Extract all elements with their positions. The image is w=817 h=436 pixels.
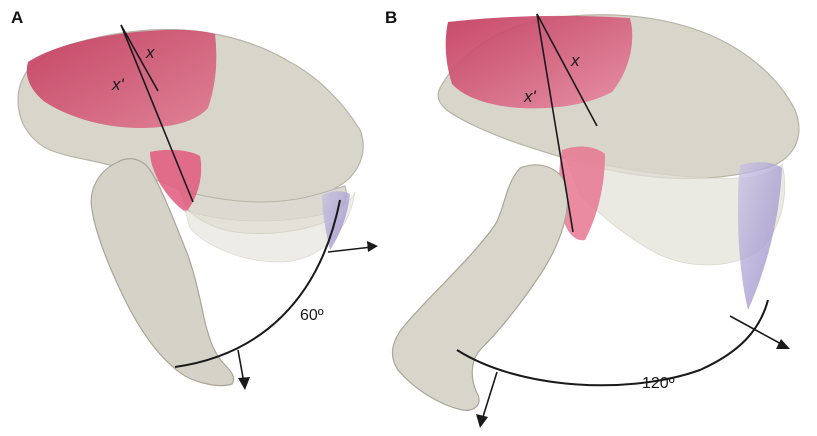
panel-b-arrow-right xyxy=(730,316,783,345)
panel-a-angle-label: 60º xyxy=(300,307,324,324)
panel-a-letter: A xyxy=(11,8,23,28)
panel-b-upper-canine xyxy=(738,162,782,310)
panel-a-lever-x-prime-label: x' xyxy=(111,75,125,94)
panel-a-arrowhead-upper xyxy=(367,241,378,252)
panel-b-arrowhead-right xyxy=(776,339,790,349)
panel-b-arrowhead-left xyxy=(476,414,488,428)
panel-a-arrowhead-lower xyxy=(238,377,250,390)
panel-b-lever-x-label: x xyxy=(570,51,580,70)
panel-b-angle-label: 120º xyxy=(642,375,675,392)
panel-b-arrow-left xyxy=(482,372,497,420)
panel-a-lever-x-label: x xyxy=(145,43,155,62)
panel-b-mandible xyxy=(392,165,567,410)
panel-b-lever-x-prime-label: x' xyxy=(523,87,537,106)
panel-b-letter: B xyxy=(385,8,397,28)
panel-a-arrow-upper xyxy=(328,247,372,252)
